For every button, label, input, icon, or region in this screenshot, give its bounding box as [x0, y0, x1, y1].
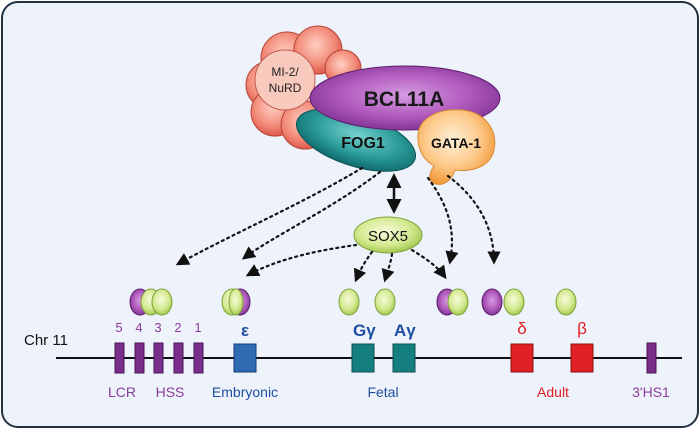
a-gamma-gene-box	[392, 343, 416, 373]
epsilon-gene-box	[233, 343, 257, 373]
hss-number-4: 4	[135, 320, 142, 335]
arrow-sox5-to-embryonic	[245, 243, 358, 277]
lcr-label: LCR	[108, 384, 136, 400]
bound-factors	[129, 288, 577, 316]
arrow-to-lcr	[175, 166, 364, 266]
complex-arrows	[175, 166, 501, 266]
hss-box-2	[173, 342, 184, 374]
delta-label: δ	[517, 319, 526, 338]
gata1-protein	[417, 109, 496, 185]
hs1-label: 3'HS1	[632, 384, 670, 400]
sox5-label: SOX5	[368, 228, 408, 245]
hss-box-1	[193, 342, 204, 374]
beta-label: β	[577, 319, 587, 338]
fog1-label: FOG1	[341, 135, 385, 152]
adult-sox5-oval-1	[447, 288, 469, 316]
epsilon-label: ε	[241, 321, 249, 340]
adult-label: Adult	[537, 384, 569, 400]
nurd-label: NuRD	[269, 81, 302, 95]
a-gamma-sox5-oval	[374, 288, 396, 316]
hss-box-3	[153, 342, 164, 374]
hss-sites	[114, 342, 657, 374]
g-gamma-label: Gγ	[353, 321, 376, 340]
hss-box-4	[134, 342, 145, 374]
hss-number-3: 3	[154, 320, 161, 335]
gata1-label: GATA-1	[431, 135, 481, 151]
embryonic-label: Embryonic	[212, 384, 278, 400]
a-gamma-label: Aγ	[394, 321, 416, 340]
arrow-sox5-to-g-gamma	[353, 250, 374, 283]
hss-box-5	[114, 342, 125, 374]
fetal-label: Fetal	[367, 384, 398, 400]
arrow-to-embryonic-from-complex	[241, 170, 382, 260]
beta-sox5-oval	[555, 288, 577, 316]
hss-number-2: 2	[174, 320, 181, 335]
hss-numbers: 5 4 3 2 1	[115, 320, 201, 335]
sox5-protein	[353, 216, 423, 254]
lcr-sox5-oval-2	[151, 288, 173, 316]
hss-number-5: 5	[115, 320, 122, 335]
g-gamma-gene-box	[351, 343, 375, 373]
beta-gene-box	[570, 343, 594, 373]
hss-number-1: 1	[194, 320, 201, 335]
arrow-to-adult-1	[426, 176, 459, 265]
sox5-arrows	[245, 243, 447, 283]
arrow-sox5-to-a-gamma	[381, 252, 395, 283]
adult-bcl11a-oval-2	[481, 288, 503, 316]
adult-sox5-oval-2	[503, 288, 525, 316]
mi2-label: MI-2/	[271, 65, 299, 79]
arrow-to-adult-2	[446, 174, 501, 265]
hs1-box	[646, 342, 657, 374]
bcl11a-label: BCL11A	[364, 88, 445, 111]
delta-gene-box	[510, 343, 534, 373]
g-gamma-sox5-oval	[338, 288, 360, 316]
hss-label: HSS	[156, 384, 185, 400]
chromosome-label: Chr 11	[24, 332, 68, 349]
